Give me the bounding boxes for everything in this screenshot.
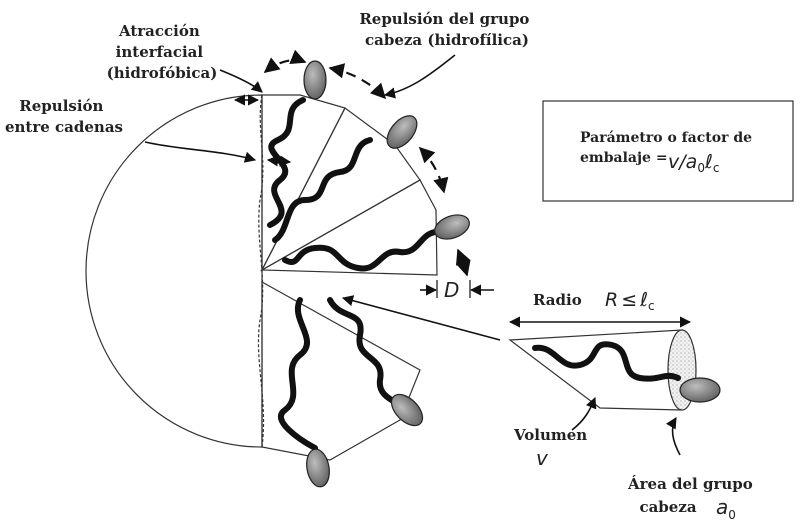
packing-parameter-box: Parámetro o factor de embalaje = v/a0ℓc [543,101,793,201]
radius-formula: R≤ℓc [605,289,655,313]
radius-indicator: Radio R≤ℓc [510,289,690,322]
cone-head-group [680,378,720,402]
label-radio: Radio [533,291,582,309]
head-group [304,61,326,99]
label-atraccion: Atracción interfacial (hidrofóbica) [107,22,218,82]
label-area: Área del grupo cabeza [627,475,758,516]
label-repulsion-grupo: Repulsión del grupo cabeza (hidrofílica) [359,10,534,49]
micelle [86,95,437,460]
parameter-label-line1: Parámetro o factor de [580,130,752,146]
label-volumen-symbol: v [536,446,549,470]
label-area-symbol: a0 [716,495,736,522]
label-repulsion-cadenas: Repulsión entre cadenas [5,97,123,136]
label-volumen: Volumen [513,426,587,444]
micelle-left-half [86,95,262,447]
label-d: D [444,278,459,302]
head-groups [304,61,473,489]
assembly-arrow [343,298,500,340]
d-spacing: D [420,278,494,302]
head-group [431,211,472,244]
head-group [381,110,422,153]
parameter-label-line2: embalaje = [580,150,668,166]
parameter-formula: v/a0ℓc [668,151,719,175]
head-group [304,447,332,488]
